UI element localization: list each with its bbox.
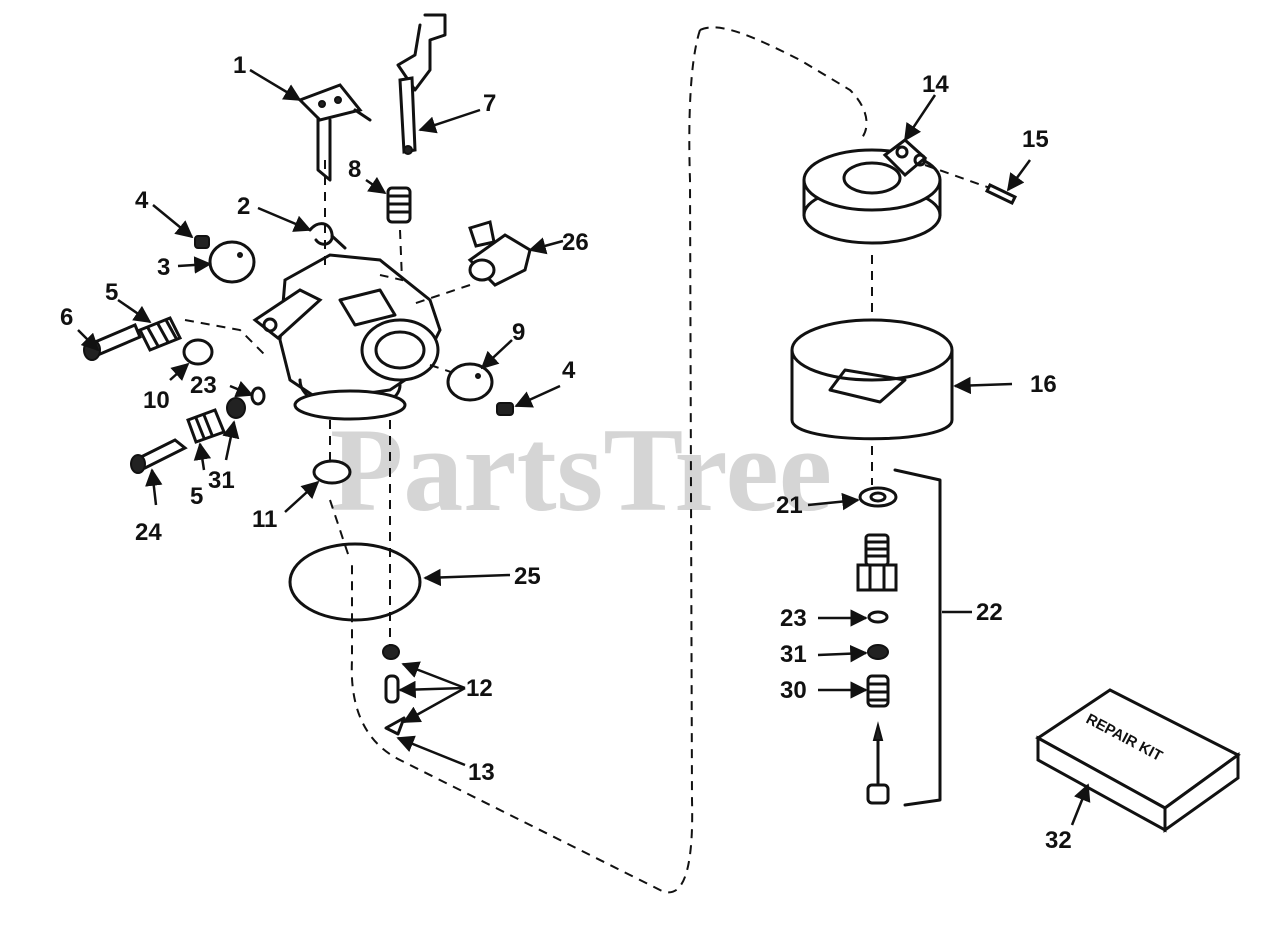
part-screw-4a: [194, 235, 210, 249]
callout-2: 2: [237, 193, 250, 220]
callout-7: 7: [483, 90, 496, 117]
callout-14: 14: [922, 71, 949, 98]
part-oring-31b: [867, 644, 889, 660]
part-needle-30: [866, 721, 890, 805]
axis-spring: [379, 229, 404, 282]
callout-13: 13: [468, 759, 495, 786]
part-choke-shaft: [396, 13, 447, 155]
callout-25: 25: [514, 563, 541, 590]
part-pin-15: [984, 183, 1018, 205]
callout-labels: 1 2 3 4 4 5 5 6 7 8 9 10 11 12 13 14 15 …: [60, 52, 1072, 854]
callout-4-right: 4: [562, 357, 576, 384]
part-spring-5a: [137, 316, 183, 352]
callout-22: 22: [976, 599, 1003, 626]
part-float-14: [802, 138, 942, 245]
part-washer-21: [858, 486, 898, 508]
bracket-22: [893, 468, 942, 807]
callout-31-right: 31: [780, 641, 807, 668]
part-washer-23b: [867, 610, 889, 624]
callout-23-right: 23: [780, 605, 807, 632]
part-float-12: [382, 644, 406, 736]
leader-arrows: [77, 68, 1091, 826]
part-gasket-25: [288, 542, 422, 622]
callout-5-top: 5: [105, 279, 118, 306]
axis-fitting: [409, 284, 471, 306]
callout-10: 10: [143, 387, 170, 414]
part-fitting-26: [467, 220, 532, 287]
callout-11: 11: [252, 506, 277, 533]
callout-23-left: 23: [190, 372, 217, 399]
part-spring-2: [308, 222, 347, 250]
callout-15: 15: [1022, 126, 1049, 153]
callout-21: 21: [776, 492, 803, 519]
repair-kit-box: REPAIR KIT: [1035, 688, 1241, 833]
part-oring-10: [182, 338, 214, 366]
callout-8: 8: [348, 156, 361, 183]
callout-31-left: 31: [208, 467, 235, 494]
part-screw-6: [83, 323, 142, 361]
callout-3: 3: [157, 254, 170, 281]
part-spring-8: [386, 186, 412, 224]
part-screw-4b: [496, 402, 514, 416]
part-nut-22: [856, 533, 898, 592]
callout-1: 1: [233, 52, 246, 79]
carburetor-body: [252, 253, 442, 421]
assembly-boundary: [350, 29, 701, 894]
part-washer-23a: [250, 386, 266, 406]
part-bowl-16: [790, 318, 954, 441]
part-plate-3: [208, 240, 256, 284]
part-needle-24: [130, 438, 188, 474]
part-spring-30: [866, 674, 890, 708]
watermark-text: PartsTree: [330, 403, 832, 536]
callout-30: 30: [780, 677, 807, 704]
part-throttle-shaft: [297, 83, 372, 182]
callout-5-bottom: 5: [190, 483, 203, 510]
callout-26: 26: [562, 229, 589, 256]
callout-12: 12: [466, 675, 493, 702]
part-plate-9: [446, 362, 494, 402]
callout-24: 24: [135, 519, 162, 546]
callout-9: 9: [512, 319, 525, 346]
axis-adjust: [184, 319, 266, 356]
part-oring-31a: [226, 397, 246, 419]
callout-16: 16: [1030, 371, 1057, 398]
callout-4-top: 4: [135, 187, 149, 214]
axis-pin-15: [924, 164, 991, 189]
part-disc-11: [312, 459, 352, 485]
axis-plate: [429, 364, 461, 376]
axis-needle: [329, 420, 351, 561]
callout-32: 32: [1045, 827, 1072, 854]
callout-6: 6: [60, 304, 73, 331]
part-spring-5b: [186, 408, 226, 444]
boundary-top-link: [699, 26, 868, 141]
